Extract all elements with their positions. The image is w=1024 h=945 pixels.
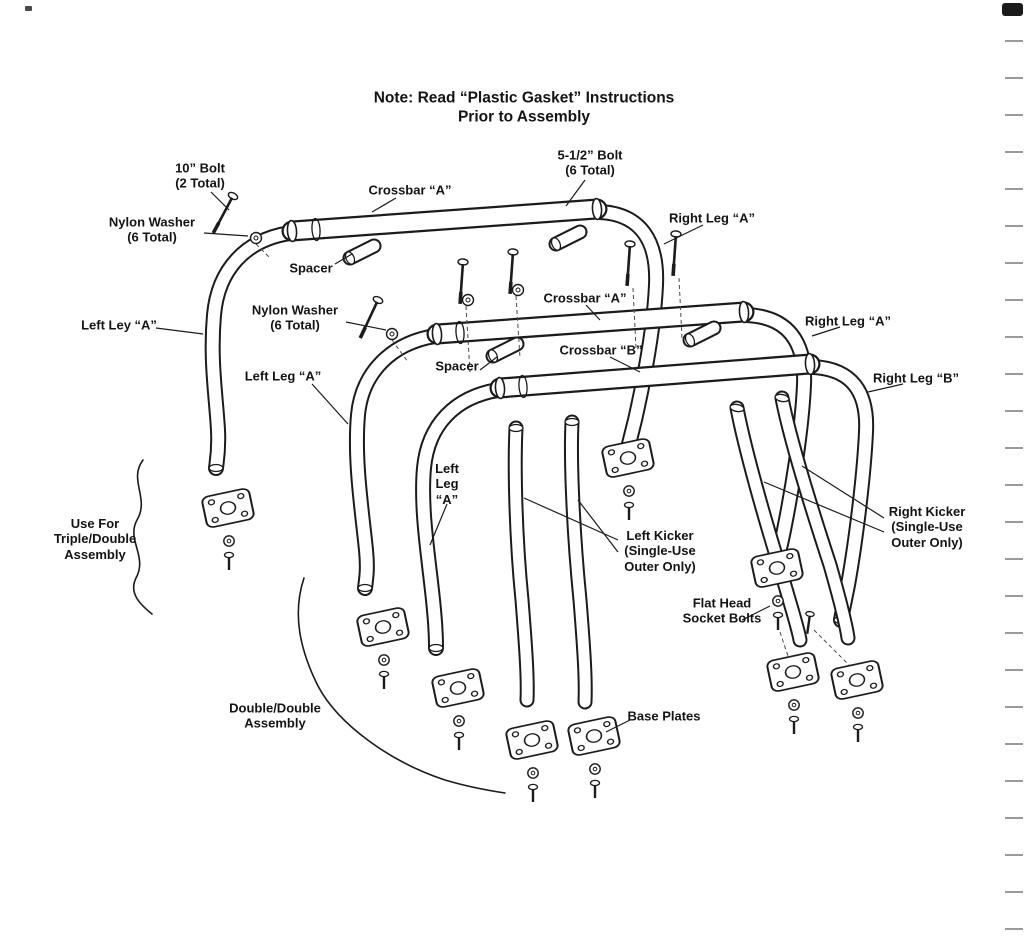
label-flat-head-socket-bolts: Flat Head Socket Bolts bbox=[682, 595, 762, 626]
label-left-kicker: Left Kicker (Single-Use Outer Only) bbox=[624, 528, 696, 574]
base-plate bbox=[504, 718, 560, 804]
nylon-washer bbox=[249, 231, 263, 245]
label-left-leg-a-lower: Left Leg “A” bbox=[435, 461, 459, 507]
assembly-squiggles bbox=[132, 459, 506, 794]
label-left-leg-a-mid: Left Leg “A” bbox=[244, 368, 322, 384]
leader-lines bbox=[155, 179, 904, 733]
label-spacer-mid: Spacer bbox=[435, 358, 479, 374]
base-plate bbox=[829, 658, 885, 744]
base-plate bbox=[355, 605, 411, 691]
label-base-plates: Base Plates bbox=[627, 708, 701, 724]
nylon-washer bbox=[461, 293, 475, 307]
label-5-5in-bolt: 5-1/2” Bolt (6 Total) bbox=[557, 147, 623, 178]
nylon-washer bbox=[385, 327, 399, 341]
base-plate bbox=[200, 486, 256, 572]
base-plate bbox=[600, 436, 656, 522]
spacer-part bbox=[684, 328, 714, 348]
label-right-kicker: Right Kicker (Single-Use Outer Only) bbox=[888, 504, 966, 550]
label-use-for-triple-double: Use For Triple/Double Assembly bbox=[53, 516, 137, 562]
top-assembly bbox=[204, 197, 665, 476]
alignment-dashes bbox=[255, 243, 851, 667]
label-right-leg-a-mid: Right Leg “A” bbox=[805, 313, 891, 329]
label-right-leg-b: Right Leg “B” bbox=[873, 370, 959, 386]
bolt-10in bbox=[207, 189, 241, 238]
label-crossbar-a-top: Crossbar “A” bbox=[368, 182, 452, 198]
label-left-ley-a: Left Ley “A” bbox=[81, 317, 157, 333]
label-10in-bolt: 10” Bolt (2 Total) bbox=[175, 160, 225, 191]
label-double-double-assembly: Double/Double Assembly bbox=[229, 700, 321, 731]
bolt-5-5in bbox=[620, 238, 637, 289]
label-right-leg-a-top: Right Leg “A” bbox=[669, 210, 755, 226]
base-plate-group bbox=[200, 436, 885, 804]
spacer-part bbox=[550, 232, 580, 252]
page-edge-marks bbox=[25, 3, 1023, 940]
spacer-part bbox=[487, 344, 517, 364]
base-plate bbox=[765, 650, 821, 736]
bolt-5-5in bbox=[666, 228, 683, 279]
label-nylon-washer-mid: Nylon Washer (6 Total) bbox=[251, 302, 339, 333]
label-spacer-top: Spacer bbox=[289, 260, 333, 276]
label-crossbar-b: Crossbar “B” bbox=[559, 342, 643, 358]
bolt-5-5in bbox=[353, 293, 386, 342]
label-crossbar-a-mid: Crossbar “A” bbox=[543, 290, 627, 306]
label-nylon-washer-top: Nylon Washer (6 Total) bbox=[108, 214, 196, 245]
note-title: Note: Read “Plastic Gasket” Instructions… bbox=[373, 89, 675, 126]
nylon-washer bbox=[511, 283, 525, 297]
base-plate bbox=[430, 666, 486, 752]
bolts-washers bbox=[207, 189, 816, 636]
middle-assembly bbox=[348, 300, 875, 656]
